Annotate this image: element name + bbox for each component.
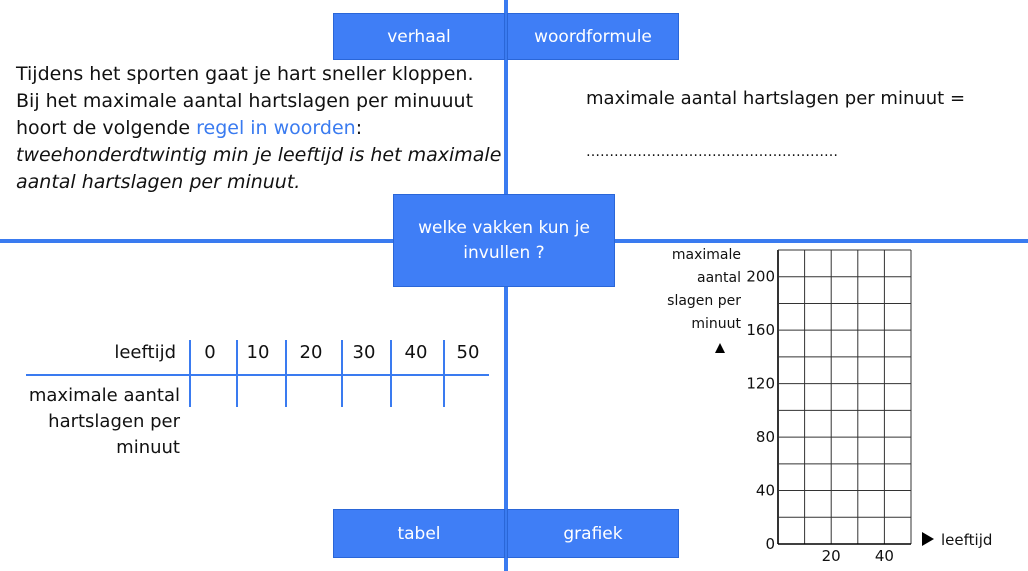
table-column-divider	[236, 340, 238, 407]
story-line-3: hoort de volgende regel in woorden:	[16, 115, 506, 142]
y-tick-label: 200	[746, 268, 775, 286]
x-tick-label: 40	[875, 547, 894, 565]
table-age-40: 40	[404, 342, 428, 363]
formula-blank[interactable]: ………………………………………………	[586, 144, 838, 160]
story-text: Tijdens het sporten gaat je hart sneller…	[16, 61, 506, 196]
table-age-30: 30	[352, 342, 376, 363]
story-line-2: Bij het maximale aantal hartslagen per m…	[16, 90, 474, 112]
tabel-button[interactable]: tabel	[333, 509, 505, 558]
x-axis-label: leeftijd	[941, 531, 992, 549]
table-header-label: leeftijd	[114, 342, 176, 363]
tabel-label: tabel	[397, 523, 441, 544]
table-column-divider	[390, 340, 392, 407]
verhaal-button[interactable]: verhaal	[333, 13, 505, 60]
table-age-10: 10	[246, 342, 270, 363]
story-rule: tweehonderdtwintig min je leeftijd is he…	[16, 144, 502, 193]
formula-text: maximale aantal hartslagen per minuut =	[586, 88, 966, 109]
table-age-50: 50	[456, 342, 480, 363]
table-column-divider	[341, 340, 343, 407]
table-age-0: 0	[204, 342, 216, 363]
woordformule-button[interactable]: woordformule	[507, 13, 679, 60]
table-horizontal-line	[26, 374, 489, 376]
grafiek-label: grafiek	[563, 523, 623, 544]
center-question-label: welke vakken kun je invullen ?	[418, 217, 590, 263]
table-column-divider	[443, 340, 445, 407]
grafiek-button[interactable]: grafiek	[507, 509, 679, 558]
y-axis-arrow-icon	[715, 343, 725, 353]
x-tick-label: 20	[822, 547, 841, 565]
y-axis-ticks: 0 40 80 120 160 200	[746, 268, 775, 553]
verhaal-label: verhaal	[387, 26, 451, 47]
y-tick-label: 80	[756, 428, 775, 446]
story-line-3-post: :	[355, 117, 363, 139]
x-axis-arrow-icon	[922, 532, 934, 546]
graph-grid	[777, 249, 912, 545]
center-question-button[interactable]: welke vakken kun je invullen ?	[393, 194, 615, 287]
y-tick-label: 0	[765, 535, 775, 553]
table-row-label: maximale aantal hartslagen per minuut	[28, 385, 180, 458]
table-age-20: 20	[299, 342, 323, 363]
table-column-divider	[285, 340, 287, 407]
story-line-1: Tijdens het sporten gaat je hart sneller…	[16, 63, 474, 85]
woordformule-label: woordformule	[534, 26, 652, 47]
story-line-3-pre: hoort de volgende	[16, 117, 197, 139]
y-tick-label: 160	[746, 321, 775, 339]
y-tick-label: 120	[746, 375, 775, 393]
regel-in-woorden-link: regel in woorden	[196, 117, 356, 139]
y-tick-label: 40	[756, 482, 775, 500]
table-column-divider	[189, 340, 191, 407]
